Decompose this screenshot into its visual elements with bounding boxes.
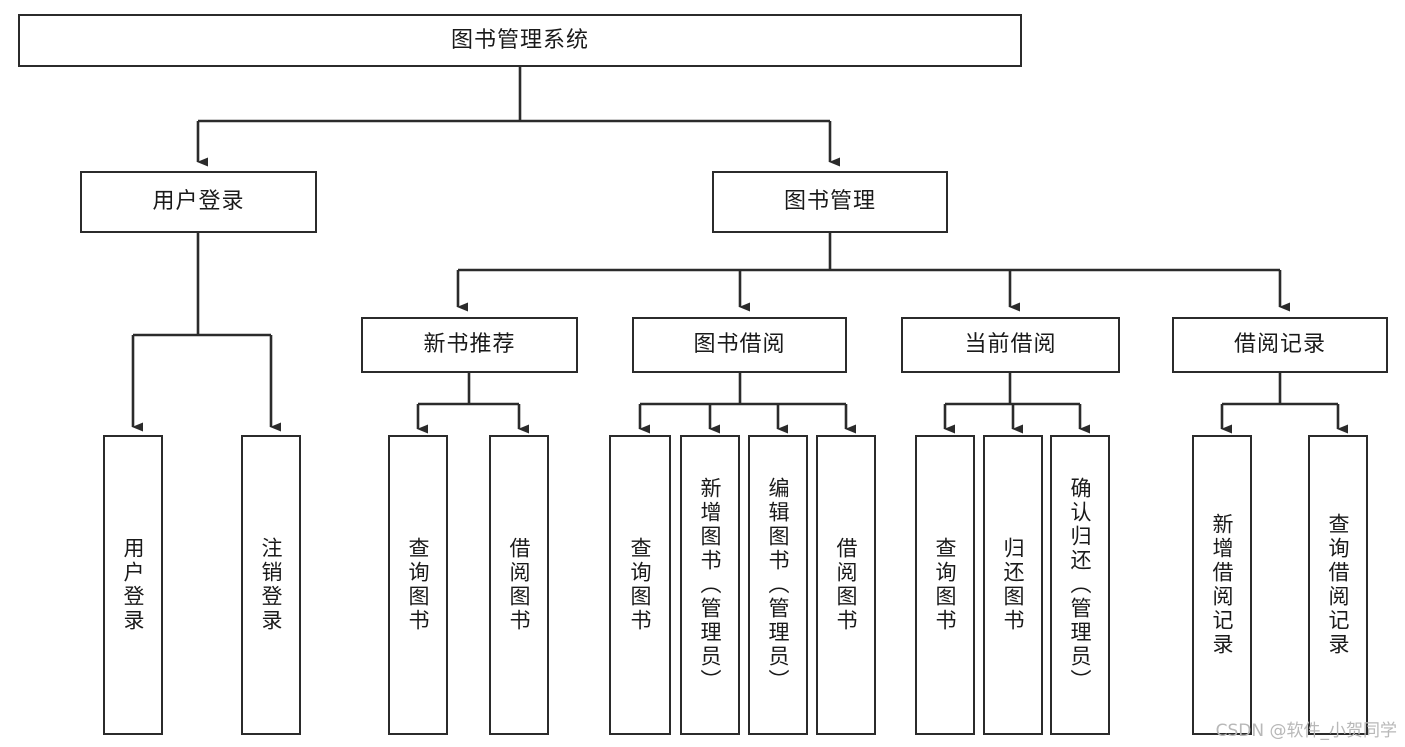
node-borrow-records[interactable]: 借阅记录 bbox=[1172, 317, 1388, 373]
leaf-records-add-record[interactable]: 新增借阅记录 bbox=[1192, 435, 1252, 735]
leaf-borrow-add-book-admin[interactable]: 新增图书（管理员） bbox=[680, 435, 740, 735]
node-current-borrowing[interactable]: 当前借阅 bbox=[901, 317, 1120, 373]
leaf-borrow-edit-book-admin[interactable]: 编辑图书（管理员） bbox=[748, 435, 808, 735]
node-label: 借阅图书 bbox=[834, 537, 859, 633]
node-label: 确认归还（管理员） bbox=[1068, 477, 1093, 693]
node-label: 查询借阅记录 bbox=[1326, 513, 1351, 657]
node-user-login[interactable]: 用户登录 bbox=[80, 171, 317, 233]
node-label: 编辑图书（管理员） bbox=[766, 477, 791, 693]
csdn-watermark: CSDN @软件_小贺同学 bbox=[1215, 721, 1397, 741]
node-label: 新增借阅记录 bbox=[1210, 513, 1235, 657]
node-label: 图书管理系统 bbox=[450, 27, 589, 53]
leaf-records-query-record[interactable]: 查询借阅记录 bbox=[1308, 435, 1368, 735]
node-root-book-management-system[interactable]: 图书管理系统 bbox=[18, 14, 1022, 67]
node-label: 借阅记录 bbox=[1233, 332, 1326, 358]
node-label: 图书借阅 bbox=[693, 332, 786, 358]
leaf-current-query-books[interactable]: 查询图书 bbox=[915, 435, 975, 735]
node-label: 借阅图书 bbox=[507, 537, 532, 633]
leaf-current-return-books[interactable]: 归还图书 bbox=[983, 435, 1043, 735]
node-label: 图书管理 bbox=[783, 189, 876, 215]
node-label: 新书推荐 bbox=[423, 332, 516, 358]
leaf-user-login[interactable]: 用户登录 bbox=[103, 435, 163, 735]
node-label: 当前借阅 bbox=[964, 332, 1057, 358]
leaf-current-confirm-return-admin[interactable]: 确认归还（管理员） bbox=[1050, 435, 1110, 735]
node-label: 用户登录 bbox=[152, 189, 245, 215]
node-label: 归还图书 bbox=[1001, 537, 1026, 633]
leaf-borrow-borrow-books[interactable]: 借阅图书 bbox=[816, 435, 876, 735]
node-label: 查询图书 bbox=[406, 537, 431, 633]
node-label: 注销登录 bbox=[259, 537, 284, 633]
node-book-management[interactable]: 图书管理 bbox=[712, 171, 948, 233]
leaf-new-book-borrow-books[interactable]: 借阅图书 bbox=[489, 435, 549, 735]
node-label: 查询图书 bbox=[933, 537, 958, 633]
node-label: 查询图书 bbox=[628, 537, 653, 633]
node-label: 用户登录 bbox=[121, 537, 146, 633]
leaf-borrow-query-books[interactable]: 查询图书 bbox=[609, 435, 671, 735]
node-book-borrowing[interactable]: 图书借阅 bbox=[632, 317, 847, 373]
leaf-new-book-query-books[interactable]: 查询图书 bbox=[388, 435, 448, 735]
node-new-book-recommendation[interactable]: 新书推荐 bbox=[361, 317, 578, 373]
node-label: 新增图书（管理员） bbox=[698, 477, 723, 693]
leaf-logout[interactable]: 注销登录 bbox=[241, 435, 301, 735]
